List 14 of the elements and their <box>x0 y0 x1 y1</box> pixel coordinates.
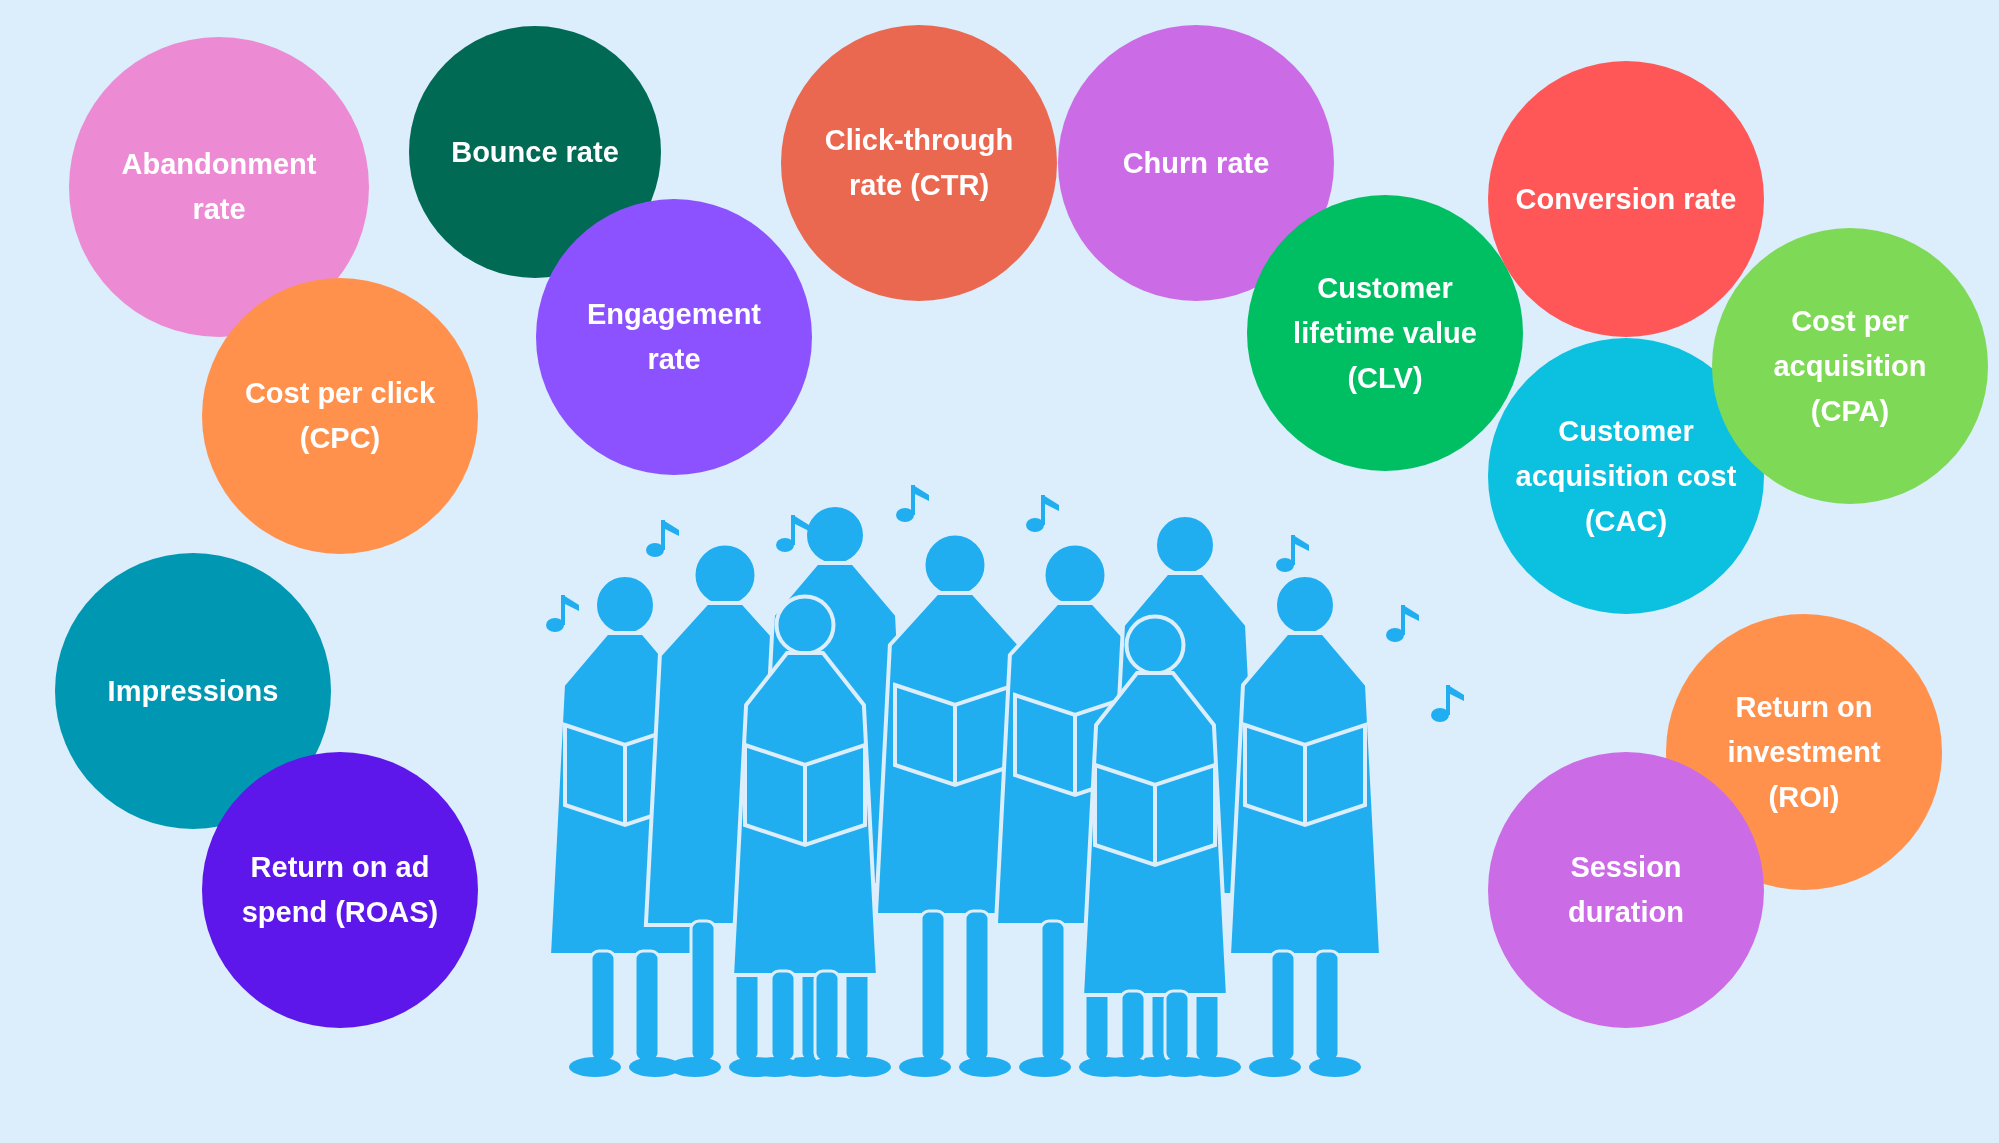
metric-label: Return on ad spend (ROAS) <box>240 850 440 930</box>
metric-label: Cost per acquisition (CPA) <box>1772 303 1928 429</box>
metric-label: Impressions <box>107 673 279 709</box>
metric-label: Engagement rate <box>585 297 762 377</box>
metric-label: Conversion rate <box>1515 181 1737 217</box>
metric-label: Return on investment (ROI) <box>1726 689 1882 815</box>
metric-label: Churn rate <box>1122 145 1270 181</box>
metric-label: Session duration <box>1567 850 1685 930</box>
metric-label: Customer acquisition cost (CAC) <box>1514 413 1738 539</box>
metric-label: Cost per click (CPC) <box>243 376 437 456</box>
metric-label: Click-through rate (CTR) <box>823 123 1015 203</box>
metric-label: Bounce rate <box>451 134 619 170</box>
metric-label: Customer lifetime value (CLV) <box>1292 270 1478 396</box>
metric-label: Abandonment rate <box>120 147 318 227</box>
